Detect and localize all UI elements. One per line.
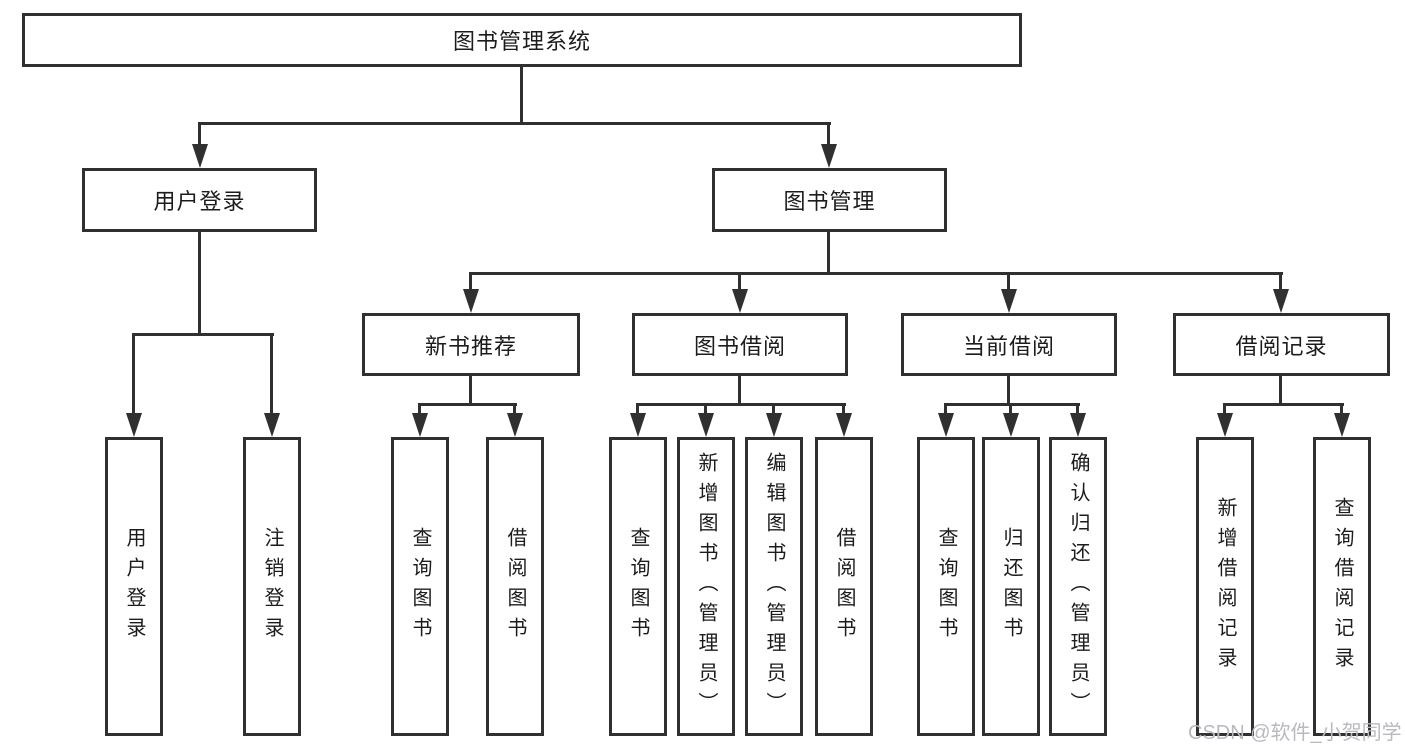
leaf-query-books-recommend: 查询图书: [391, 437, 449, 736]
connector-line: [944, 403, 1080, 406]
arrowhead-down-icon: [1001, 289, 1017, 313]
arrowhead-down-icon: [766, 413, 782, 437]
connector-line: [418, 403, 517, 406]
arrowhead-down-icon: [1003, 413, 1019, 437]
arrowhead-down-icon: [412, 413, 428, 437]
leaf-query-books-borrow: 查询图书: [609, 437, 667, 736]
connector-line: [469, 272, 472, 292]
leaf-confirm-return-admin: 确认归还（管理员）: [1049, 437, 1107, 736]
leaf-query-borrow-record: 查询借阅记录: [1313, 437, 1371, 736]
connector-line: [418, 403, 421, 417]
connector-line: [520, 66, 523, 123]
arrowhead-down-icon: [1217, 413, 1233, 437]
arrowhead-down-icon: [698, 413, 714, 437]
node-book-management: 图书管理: [712, 168, 947, 232]
connector-line: [198, 122, 201, 148]
connector-line: [198, 232, 201, 336]
arrowhead-down-icon: [1070, 413, 1086, 437]
connector-line: [827, 232, 830, 275]
node-borrow-records: 借阅记录: [1173, 313, 1390, 376]
connector-line: [738, 375, 741, 406]
node-root: 图书管理系统: [22, 13, 1022, 67]
connector-line: [1009, 403, 1012, 417]
leaf-borrow-books-borrow: 借阅图书: [815, 437, 873, 736]
node-book-borrow: 图书借阅: [632, 313, 848, 376]
arrowhead-down-icon: [821, 144, 837, 168]
connector-line: [772, 403, 775, 417]
connector-line: [1340, 403, 1343, 417]
leaf-return-books: 归还图书: [982, 437, 1040, 736]
connector-line: [842, 403, 845, 417]
leaf-logout-login: 注销登录: [243, 437, 301, 736]
leaf-user-login: 用户登录: [105, 437, 163, 736]
connector-line: [636, 403, 846, 406]
leaf-add-borrow-record: 新增借阅记录: [1196, 437, 1254, 736]
connector-line: [704, 403, 707, 417]
arrowhead-down-icon: [1334, 413, 1350, 437]
connector-line: [270, 333, 273, 417]
arrowhead-down-icon: [126, 413, 142, 437]
node-user-login: 用户登录: [82, 168, 317, 232]
connector-line: [132, 333, 135, 417]
connector-line: [469, 376, 472, 406]
csdn-watermark: CSDN @软件_小贺同学: [1188, 722, 1402, 744]
connector-line: [132, 333, 274, 336]
connector-line: [198, 122, 831, 125]
node-new-book-recommend: 新书推荐: [362, 313, 580, 376]
arrowhead-down-icon: [732, 289, 748, 313]
connector-line: [1007, 375, 1010, 406]
node-current-borrow: 当前借阅: [901, 313, 1117, 376]
arrowhead-down-icon: [1273, 289, 1289, 313]
arrowhead-down-icon: [507, 413, 523, 437]
connector-line: [738, 272, 741, 292]
leaf-query-books-current: 查询图书: [917, 437, 975, 736]
connector-line: [1223, 403, 1344, 406]
connector-line: [1223, 403, 1226, 417]
leaf-add-books-admin: 新增图书（管理员）: [677, 437, 735, 736]
leaf-borrow-books-recommend: 借阅图书: [486, 437, 544, 736]
arrowhead-down-icon: [938, 413, 954, 437]
connector-line: [1279, 272, 1282, 292]
connector-line: [636, 403, 639, 417]
connector-line: [1279, 374, 1282, 406]
connector-line: [944, 403, 947, 417]
connector-line: [1007, 272, 1010, 292]
connector-line: [469, 272, 1283, 275]
arrowhead-down-icon: [264, 413, 280, 437]
arrowhead-down-icon: [836, 413, 852, 437]
connector-line: [513, 403, 516, 417]
arrowhead-down-icon: [630, 413, 646, 437]
leaf-edit-books-admin: 编辑图书（管理员）: [745, 437, 803, 736]
connector-line: [827, 122, 830, 148]
arrowhead-down-icon: [463, 289, 479, 313]
connector-line: [1076, 403, 1079, 417]
arrowhead-down-icon: [192, 144, 208, 168]
